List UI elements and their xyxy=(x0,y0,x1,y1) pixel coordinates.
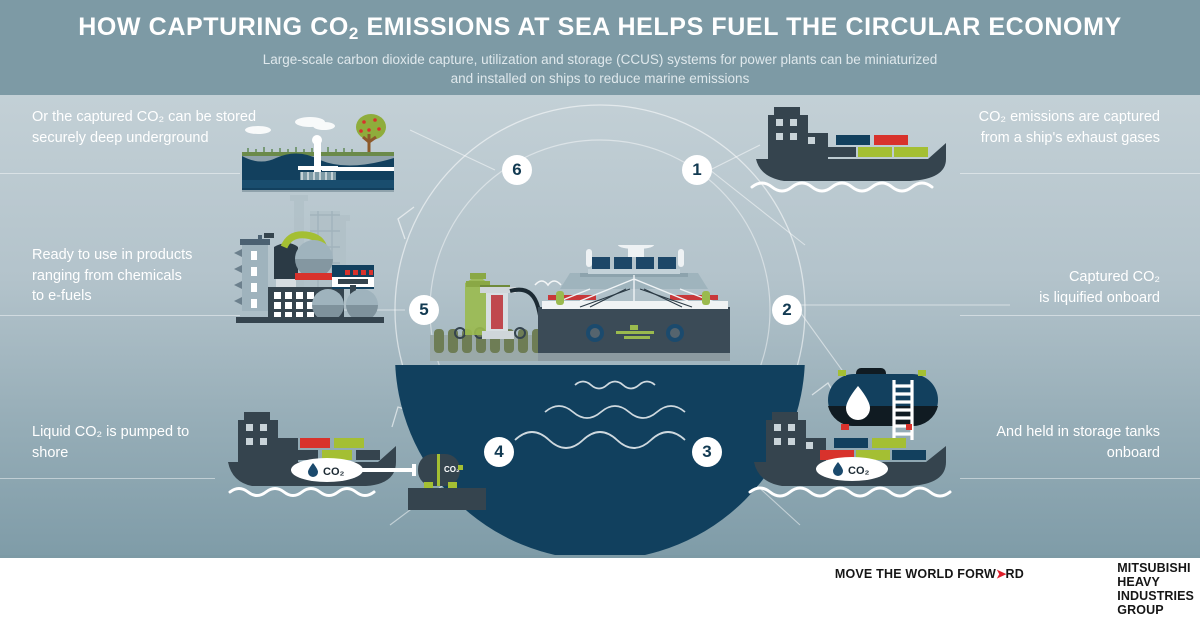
brand-line-3: INDUSTRIES xyxy=(1117,589,1194,603)
brand-logo-text: MITSUBISHI HEAVY INDUSTRIES GROUP xyxy=(1117,561,1194,617)
step-2-illustration-liquefaction-tank xyxy=(828,368,938,440)
diagram-stage: CO₂ CO₂ CO₂ xyxy=(0,95,1200,555)
step-badge-4[interactable]: 4 xyxy=(484,437,514,467)
step-1-rule xyxy=(960,173,1200,174)
step-4-illustration-pump-to-shore: CO₂ CO₂ xyxy=(228,412,486,510)
step-6-label-line2: securely deep underground xyxy=(32,129,209,146)
step-4-label: Liquid CO₂ is pumped to shore xyxy=(32,422,282,463)
step-3-illustration-storage-ship: CO₂ xyxy=(748,412,952,498)
step-3-label-line2: onboard xyxy=(1106,444,1160,461)
step-1-label: CO₂ emissions are captured from a ship's… xyxy=(900,107,1160,148)
tagline-after: RD xyxy=(1005,567,1024,581)
step-badge-1[interactable]: 1 xyxy=(682,155,712,185)
step-5-label: Ready to use in products ranging from ch… xyxy=(32,245,282,307)
step-6-illustration-underground-storage xyxy=(242,114,394,192)
step-5-label-line2: ranging from chemicals xyxy=(32,267,182,284)
brand-line-1: MITSUBISHI xyxy=(1117,561,1191,575)
step-4-label-line1: Liquid CO₂ is pumped to xyxy=(32,424,190,440)
svg-text:CO₂: CO₂ xyxy=(444,465,460,474)
step-2-label-line1: Captured CO₂ xyxy=(1068,269,1160,285)
step-3-rule xyxy=(960,478,1200,479)
center-illustration-tanker-terminal xyxy=(430,245,730,361)
step-1-label-line1: CO₂ emissions are captured xyxy=(978,109,1160,125)
footer-top-strip xyxy=(0,555,1200,558)
header-band: HOW CAPTURING CO2 EMISSIONS AT SEA HELPS… xyxy=(0,0,1200,95)
tagline-before: MOVE THE WORLD FORW xyxy=(834,567,997,581)
brand-tagline: MOVE THE WORLD FORW➤RD xyxy=(835,566,1024,581)
title-text-part1: HOW CAPTURING CO xyxy=(78,13,349,41)
tagline-arrow-icon: ➤ xyxy=(996,567,1007,581)
page-title: HOW CAPTURING CO2 EMISSIONS AT SEA HELPS… xyxy=(0,13,1200,43)
step-2-label-line2: is liquified onboard xyxy=(1039,289,1160,306)
step-1-label-line2: from a ship's exhaust gases xyxy=(980,129,1160,146)
brand-line-4: GROUP xyxy=(1117,603,1164,617)
step-4-label-line2: shore xyxy=(32,444,69,461)
co2-badge-label: CO₂ xyxy=(848,465,870,477)
sea-semicircle xyxy=(395,365,805,555)
brand-line-2: HEAVY xyxy=(1117,575,1160,589)
subtitle-line-1: Large-scale carbon dioxide capture, util… xyxy=(262,51,938,67)
step-2-label: Captured CO₂ is liquified onboard xyxy=(900,267,1160,308)
step-1-illustration-cargo-ship xyxy=(750,107,946,193)
step-5-label-line1: Ready to use in products xyxy=(32,247,193,263)
footer: MOVE THE WORLD FORW➤RD MITSUBISHI HEAVY … xyxy=(0,555,1200,635)
step-5-illustration-chemical-plant xyxy=(234,195,384,323)
wave-lines xyxy=(514,380,686,449)
title-subscript: 2 xyxy=(348,24,359,43)
svg-text:CO₂: CO₂ xyxy=(323,466,345,478)
page-subtitle: Large-scale carbon dioxide capture, util… xyxy=(0,50,1200,89)
step-badge-6[interactable]: 6 xyxy=(502,155,532,185)
step-6-rule xyxy=(0,173,240,174)
step-6-label-line1: Or the captured CO₂ can be stored xyxy=(32,109,257,125)
step-badge-2[interactable]: 2 xyxy=(772,295,802,325)
step-badge-5[interactable]: 5 xyxy=(409,295,439,325)
title-text-part2: EMISSIONS AT SEA HELPS FUEL THE CIRCULAR… xyxy=(358,13,1122,41)
step-3-label-line1: And held in storage tanks xyxy=(996,424,1160,440)
step-6-label: Or the captured CO₂ can be stored secure… xyxy=(32,107,322,148)
step-2-rule xyxy=(960,315,1200,316)
step-4-rule xyxy=(0,478,215,479)
step-3-label: And held in storage tanks onboard xyxy=(900,422,1160,463)
step-badge-3[interactable]: 3 xyxy=(692,437,722,467)
subtitle-line-2: and installed on ships to reduce marine … xyxy=(450,71,750,87)
step-5-label-line3: to e-fuels xyxy=(32,288,92,305)
step-5-rule xyxy=(0,315,240,316)
